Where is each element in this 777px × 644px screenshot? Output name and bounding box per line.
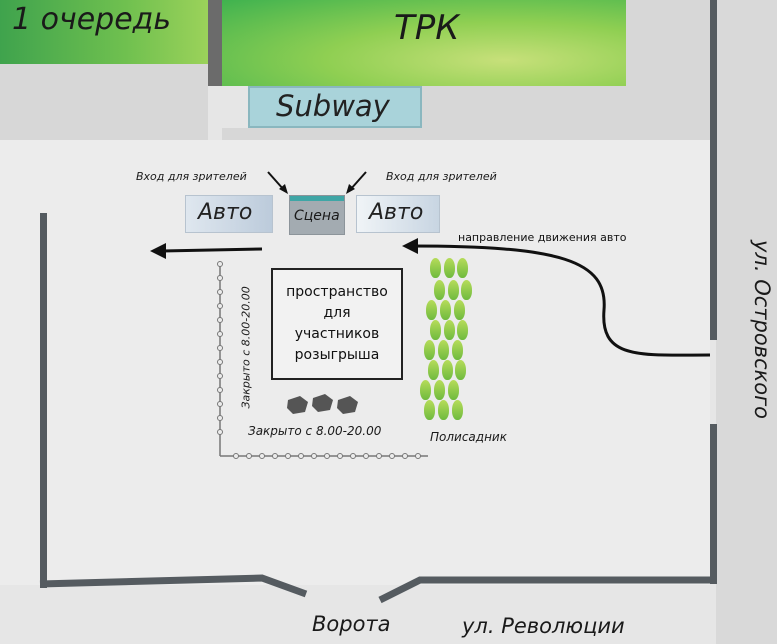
fence-post [337,453,343,459]
upper-road [0,64,208,140]
tree-icon [442,360,453,380]
stage: Сцена [289,195,345,235]
stage-accent [290,196,344,201]
tree-icon [420,380,431,400]
stage-label: Сцена [294,208,340,224]
tree-icon [440,300,451,320]
tree-icon [430,258,441,278]
garden-label: Полисадник [430,430,507,444]
tree-icon [438,400,449,420]
fence-post [324,453,330,459]
tree-icon [428,360,439,380]
fence-post [217,359,223,365]
fence-post [350,453,356,459]
fence-post [217,373,223,379]
tree-icon [438,340,449,360]
entrance-right-label: Вход для зрителей [386,170,497,183]
tree-icon [452,400,463,420]
first-queue-label: 1 очередь [12,2,172,37]
entrance-arrow-right [349,171,367,191]
fence-post [217,275,223,281]
tree-icon [426,300,437,320]
entrance-arrow-left [267,171,285,191]
auto-right-block: Авто [356,195,440,233]
fence-post [363,453,369,459]
tree-icon [444,258,455,278]
fence-post [217,289,223,295]
fence-post [217,387,223,393]
fence-post [311,453,317,459]
tree-icon [455,360,466,380]
upper-road-3 [222,128,422,140]
auto-left-label: Авто [198,200,253,225]
barriers [287,394,358,414]
fence-post [272,453,278,459]
mall-building: ТРК [222,0,626,86]
fence-post [402,453,408,459]
subway-label: Subway [276,89,390,123]
right-street-strip [716,0,777,644]
fence-post [376,453,382,459]
participants-area: пространство для участников розыгрыша [271,268,403,380]
tree-icon [448,380,459,400]
participants-line-3: участников [294,326,380,342]
wall-right-lower [710,424,717,584]
traffic-curve [409,244,711,357]
participants-line-2: для [323,305,351,321]
traffic-direction-label: направление движения авто [458,231,627,244]
building-divider [208,0,222,86]
fence-post [217,429,223,435]
fence-post [217,331,223,337]
fence-post [298,453,304,459]
fence-post [217,317,223,323]
fence-post [217,261,223,267]
participants-line-4: розыгрыша [294,347,380,363]
fence-post [285,453,291,459]
fence-post [217,345,223,351]
upper-road-2 [422,86,710,140]
fence-post [217,401,223,407]
wall-left [40,213,47,588]
tree-icon [424,340,435,360]
wall-top-right [710,0,717,340]
tree-icon [434,280,445,300]
tree-icon [457,320,468,340]
closed-horizontal-label: Закрыто с 8.00-20.00 [248,424,382,438]
participants-line-1: пространство [286,284,388,300]
traffic-arrow-left [161,247,263,253]
fence-post [217,303,223,309]
participants-text: пространство для участников розыгрыша [273,282,401,366]
tree-icon [448,280,459,300]
fence-post [233,453,239,459]
tree-icon [461,280,472,300]
tree-icon [454,300,465,320]
fence-post [246,453,252,459]
auto-left-block: Авто [185,195,273,233]
fence-post [259,453,265,459]
subway-building: Subway [248,86,422,128]
tree-icon [434,380,445,400]
street-right-label: ул. Островского [750,240,774,420]
fence-post [415,453,421,459]
tree-icon [452,340,463,360]
auto-right-label: Авто [369,200,424,225]
tree-icon [430,320,441,340]
gate-label: Ворота [312,612,391,636]
wall-bottom-right [378,576,717,604]
fence-post [389,453,395,459]
mall-label: ТРК [394,8,460,48]
wall-bottom-left [39,574,308,598]
upper-road-4 [626,0,710,86]
tree-icon [444,320,455,340]
entrance-left-label: Вход для зрителей [136,170,247,183]
closed-vertical-label: Закрыто с 8.00-20.00 [239,286,253,409]
tree-icon [457,258,468,278]
first-queue-building: 1 очередь [0,0,208,64]
tree-icon [424,400,435,420]
street-bottom-label: ул. Революции [462,614,625,638]
fence-post [217,415,223,421]
